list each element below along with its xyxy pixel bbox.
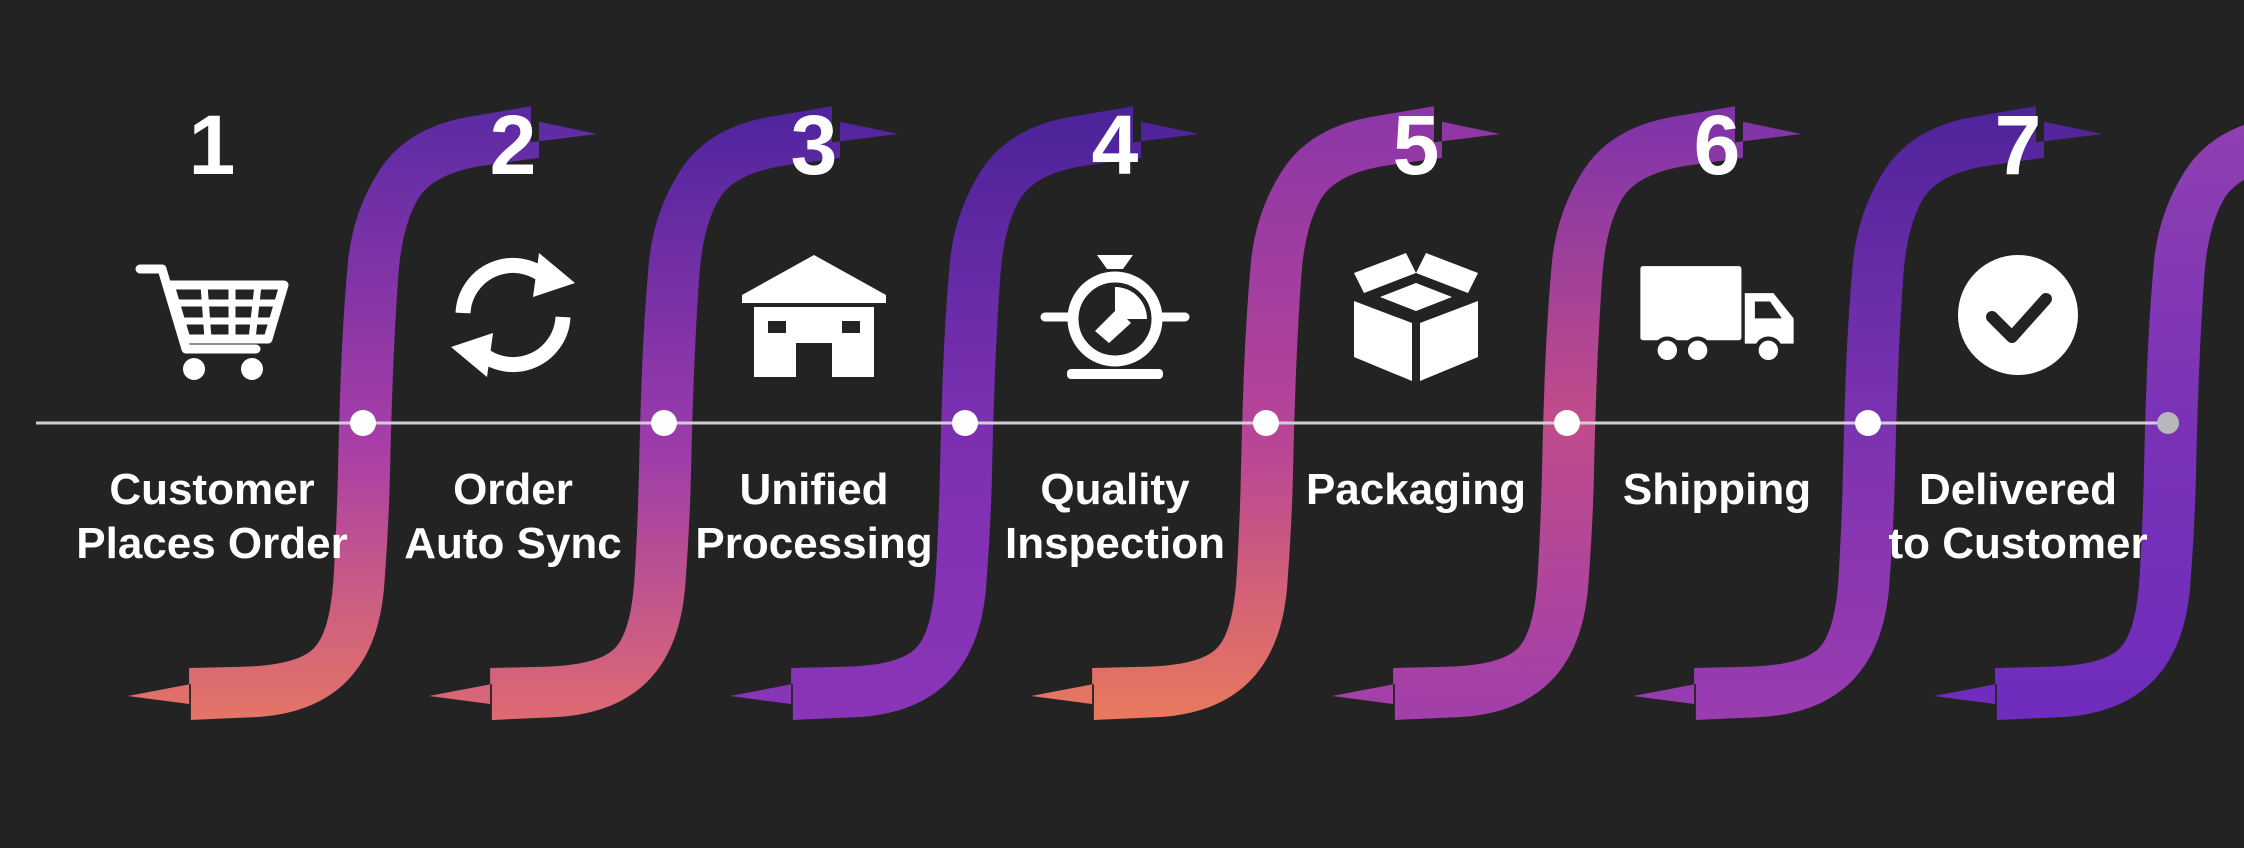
step-label-line: Customer	[109, 465, 315, 514]
step-label-line: Delivered	[1918, 465, 2118, 514]
step-label-line: to Customer	[1888, 519, 2148, 568]
step-label-line: Order	[453, 465, 573, 514]
timeline-end-dot	[2157, 412, 2179, 434]
sync-arrows-icon	[433, 245, 593, 385]
step-number: 5	[1392, 98, 1440, 192]
step-number: 4	[1091, 98, 1139, 192]
timeline-dot-4	[1253, 410, 1279, 436]
step-label-line: Unified	[739, 465, 889, 514]
step-label: Shipping	[1577, 463, 1857, 517]
timeline-dot-5	[1554, 410, 1580, 436]
timeline-dot-1	[350, 410, 376, 436]
warehouse-icon	[734, 245, 894, 385]
check-circle-icon	[1938, 245, 2098, 385]
step-number: 6	[1693, 98, 1741, 192]
step-label-line: Auto Sync	[404, 519, 622, 568]
delivery-truck-icon	[1637, 245, 1797, 385]
step-label: Packaging	[1276, 463, 1556, 517]
step-label-line: Quality	[1040, 465, 1190, 514]
flow-arrow-7	[1934, 124, 2244, 720]
step-label-line: Packaging	[1305, 465, 1527, 514]
step-label-line: Shipping	[1622, 465, 1812, 514]
step-number: 2	[489, 98, 537, 192]
timeline-dot-6	[1855, 410, 1881, 436]
timeline-dot-2	[651, 410, 677, 436]
inspection-gauge-icon	[1035, 245, 1195, 385]
step-label-line: Places Order	[76, 519, 348, 568]
step-number: 1	[188, 98, 236, 192]
step-number: 3	[790, 98, 838, 192]
step-label-line: Processing	[695, 519, 933, 568]
timeline-dot-3	[952, 410, 978, 436]
step-number: 7	[1994, 98, 2042, 192]
package-box-icon	[1336, 245, 1496, 385]
step-label: Delivered to Customer	[1878, 463, 2158, 571]
shopping-cart-icon	[132, 245, 292, 385]
step-label-line: Inspection	[1004, 519, 1226, 568]
